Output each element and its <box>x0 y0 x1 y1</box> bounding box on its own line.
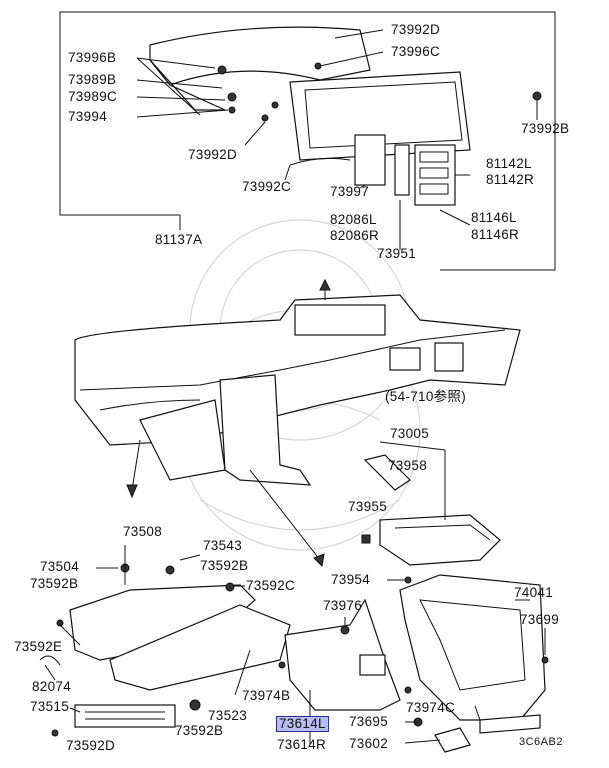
part-label-73992C[interactable]: 73992C <box>242 179 292 194</box>
inset-frame <box>200 11 556 271</box>
part-label-73614L-highlighted[interactable]: 73614L <box>276 716 329 732</box>
glove-box-door <box>109 604 291 691</box>
part-label-81146L[interactable]: 81146L <box>471 210 517 225</box>
part-label-73614R[interactable]: 73614R <box>277 737 327 752</box>
part-label-73976[interactable]: 73976 <box>323 598 363 613</box>
center-console-upper <box>219 374 312 486</box>
ash-tray-assembly <box>379 514 501 566</box>
part-label-73994[interactable]: 73994 <box>68 109 108 124</box>
part-label-73699[interactable]: 73699 <box>520 612 560 627</box>
part-label-73997[interactable]: 73997 <box>330 184 370 199</box>
part-label-73602[interactable]: 73602 <box>349 736 389 751</box>
part-label-82086L[interactable]: 82086L <box>330 212 377 227</box>
part-label-73592E[interactable]: 73592E <box>14 639 63 654</box>
part-label-73989C[interactable]: 73989C <box>68 89 118 104</box>
part-label-73005[interactable]: 73005 <box>390 426 430 441</box>
part-label-82074[interactable]: 82074 <box>32 679 72 694</box>
part-label-81142L[interactable]: 81142L <box>486 156 532 171</box>
part-label-74041[interactable]: 74041 <box>514 585 554 600</box>
part-label-81137A[interactable]: 81137A <box>155 232 203 247</box>
part-label-73974C[interactable]: 73974C <box>406 700 456 715</box>
part-label-73504[interactable]: 73504 <box>40 559 80 574</box>
part-label-73992D-mid[interactable]: 73992D <box>188 147 238 162</box>
part-label-73695[interactable]: 73695 <box>349 714 389 729</box>
lower-cover <box>284 598 401 711</box>
part-label-73508[interactable]: 73508 <box>123 524 163 539</box>
part-label-73955[interactable]: 73955 <box>348 499 388 514</box>
part-label-73592B-b[interactable]: 73592B <box>200 558 249 573</box>
part-label-73515[interactable]: 73515 <box>30 699 70 714</box>
part-label-73951[interactable]: 73951 <box>377 246 417 261</box>
switch-panel <box>414 144 456 206</box>
part-label-73992D[interactable]: 73992D <box>391 22 441 37</box>
part-label-73958[interactable]: 73958 <box>388 458 428 473</box>
combination-meter <box>289 71 471 161</box>
part-label-73996C[interactable]: 73996C <box>391 44 441 59</box>
inset-frame-left <box>59 11 200 216</box>
part-label-73523[interactable]: 73523 <box>208 708 248 723</box>
glove-box-lid-strip <box>74 704 176 728</box>
part-label-73996B[interactable]: 73996B <box>68 50 117 65</box>
part-label-81146R[interactable]: 81146R <box>471 227 520 242</box>
part-label-73543[interactable]: 73543 <box>203 538 243 553</box>
diagram-code: 3C6AB2 <box>519 736 563 748</box>
meter-visor <box>149 26 371 86</box>
part-label-73954[interactable]: 73954 <box>331 572 371 587</box>
part-label-73592B-a[interactable]: 73592B <box>30 576 79 591</box>
part-label-73974B[interactable]: 73974B <box>242 688 291 703</box>
part-label-73989B[interactable]: 73989B <box>68 72 117 87</box>
part-label-81142R[interactable]: 81142R <box>486 172 535 187</box>
part-label-82086R[interactable]: 82086R <box>330 228 380 243</box>
reference-note: (54-710参照) <box>385 389 467 404</box>
part-label-73992B-top[interactable]: 73992B <box>521 121 570 136</box>
part-label-73592D[interactable]: 73592D <box>66 738 116 753</box>
part-label-73592C[interactable]: 73592C <box>246 578 296 593</box>
part-label-73592B-c[interactable]: 73592B <box>175 723 224 738</box>
